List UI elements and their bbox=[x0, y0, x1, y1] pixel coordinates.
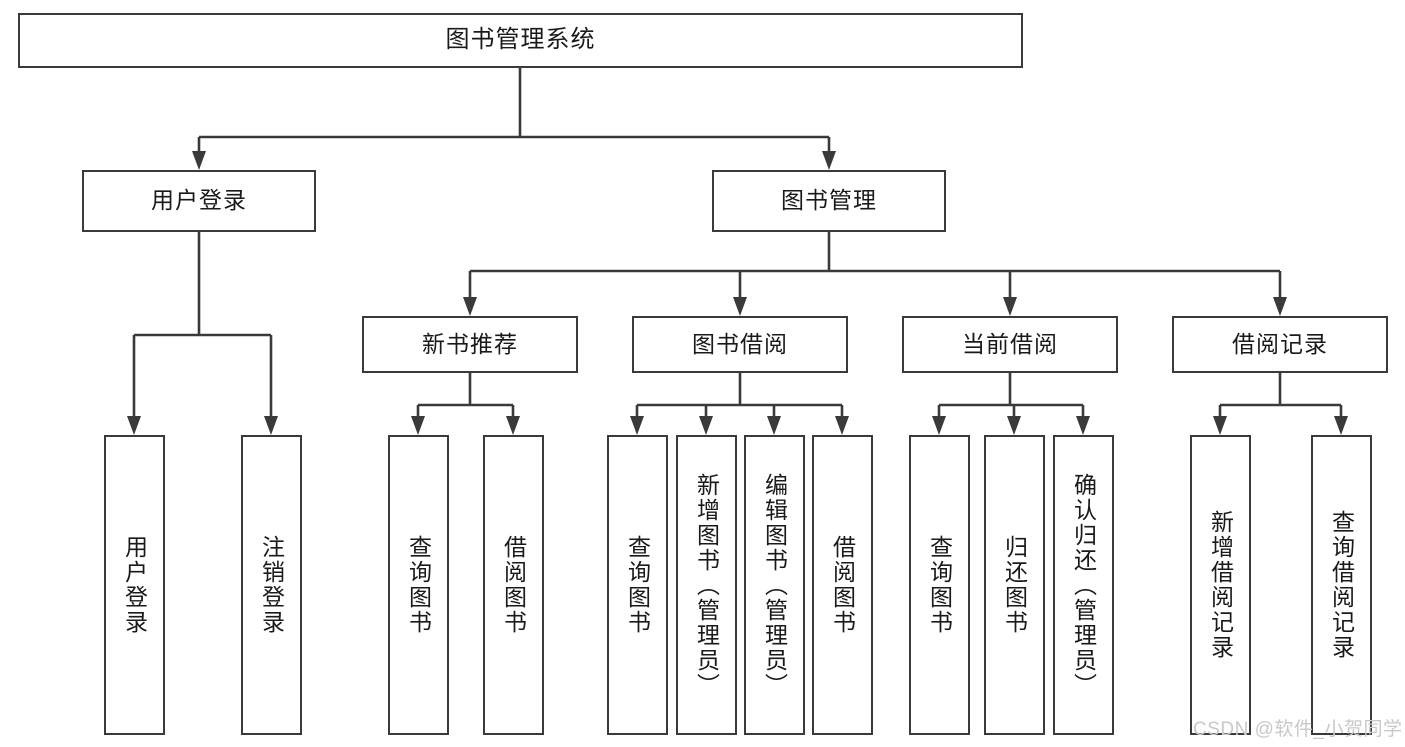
csdn-watermark: CSDN @软件_小贺同学 bbox=[1193, 719, 1403, 740]
book-borrow-to-leaves-bus-arrowhead-0 bbox=[630, 416, 644, 435]
node-label: 新增图书（管理员） bbox=[693, 472, 720, 698]
node-label: 查询图书 bbox=[624, 535, 651, 635]
borrow-record-to-leaves-bus-arrowhead-1 bbox=[1334, 416, 1348, 435]
node-leaf-add-record[interactable]: 新增借阅记录 bbox=[1190, 435, 1251, 735]
node-label: 查询图书 bbox=[926, 535, 953, 635]
node-root[interactable]: 图书管理系统 bbox=[18, 13, 1023, 68]
node-label: 查询图书 bbox=[405, 535, 432, 635]
node-label: 图书借阅 bbox=[692, 330, 788, 357]
book-manage-to-level3-bus-arrowhead-0 bbox=[463, 297, 477, 316]
node-leaf-user-login[interactable]: 用户登录 bbox=[104, 435, 165, 735]
node-label: 图书管理 bbox=[781, 187, 877, 214]
node-leaf-borrow-book-1[interactable]: 借阅图书 bbox=[483, 435, 544, 735]
node-leaf-logout[interactable]: 注销登录 bbox=[241, 435, 302, 735]
current-borrow-to-leaves-bus-arrowhead-0 bbox=[932, 416, 946, 435]
node-label: 归还图书 bbox=[1001, 535, 1028, 635]
node-label: 新增借阅记录 bbox=[1207, 510, 1234, 660]
root-to-level2-bus-arrowhead-1 bbox=[822, 151, 836, 170]
node-current-borrow[interactable]: 当前借阅 bbox=[902, 316, 1118, 373]
node-leaf-add-book[interactable]: 新增图书（管理员） bbox=[676, 435, 737, 735]
node-leaf-query-record[interactable]: 查询借阅记录 bbox=[1311, 435, 1372, 735]
root-to-level2-bus-arrowhead-0 bbox=[192, 151, 206, 170]
current-borrow-to-leaves-bus-arrowhead-1 bbox=[1007, 416, 1021, 435]
node-label: 借阅图书 bbox=[829, 535, 856, 635]
node-leaf-confirm-return[interactable]: 确认归还（管理员） bbox=[1053, 435, 1114, 735]
node-label: 查询借阅记录 bbox=[1328, 510, 1355, 660]
node-label: 用户登录 bbox=[121, 535, 148, 635]
user-login-to-leaves-bus-arrowhead-0 bbox=[127, 416, 141, 435]
node-label: 新书推荐 bbox=[422, 330, 518, 357]
current-borrow-to-leaves-bus-arrowhead-2 bbox=[1076, 416, 1090, 435]
node-new-book-rec[interactable]: 新书推荐 bbox=[362, 316, 578, 373]
node-label: 图书管理系统 bbox=[445, 26, 596, 54]
book-manage-to-level3-bus-arrowhead-1 bbox=[733, 297, 747, 316]
node-borrow-record[interactable]: 借阅记录 bbox=[1172, 316, 1388, 373]
book-borrow-to-leaves-bus-arrowhead-3 bbox=[835, 416, 849, 435]
node-label: 注销登录 bbox=[258, 535, 285, 635]
node-leaf-query-book-2[interactable]: 查询图书 bbox=[607, 435, 668, 735]
node-label: 用户登录 bbox=[151, 187, 247, 214]
node-user-login[interactable]: 用户登录 bbox=[82, 170, 316, 232]
node-label: 当前借阅 bbox=[962, 330, 1058, 357]
new-book-rec-to-leaves-bus-arrowhead-0 bbox=[411, 416, 425, 435]
new-book-rec-to-leaves-bus-arrowhead-1 bbox=[506, 416, 520, 435]
user-login-to-leaves-bus-arrowhead-1 bbox=[264, 416, 278, 435]
node-label: 确认归还（管理员） bbox=[1070, 472, 1097, 698]
node-leaf-edit-book[interactable]: 编辑图书（管理员） bbox=[744, 435, 805, 735]
book-manage-to-level3-bus-arrowhead-2 bbox=[1003, 297, 1017, 316]
node-leaf-borrow-book-2[interactable]: 借阅图书 bbox=[812, 435, 873, 735]
node-label: 编辑图书（管理员） bbox=[761, 472, 788, 698]
node-leaf-return-book[interactable]: 归还图书 bbox=[984, 435, 1045, 735]
node-label: 借阅图书 bbox=[500, 535, 527, 635]
node-leaf-query-book-1[interactable]: 查询图书 bbox=[388, 435, 449, 735]
node-book-manage[interactable]: 图书管理 bbox=[712, 170, 946, 232]
book-manage-to-level3-bus-arrowhead-3 bbox=[1273, 297, 1287, 316]
borrow-record-to-leaves-bus-arrowhead-0 bbox=[1213, 416, 1227, 435]
node-label: 借阅记录 bbox=[1232, 330, 1328, 357]
node-book-borrow[interactable]: 图书借阅 bbox=[632, 316, 848, 373]
book-borrow-to-leaves-bus-arrowhead-2 bbox=[767, 416, 781, 435]
node-leaf-query-book-3[interactable]: 查询图书 bbox=[909, 435, 970, 735]
book-borrow-to-leaves-bus-arrowhead-1 bbox=[699, 416, 713, 435]
